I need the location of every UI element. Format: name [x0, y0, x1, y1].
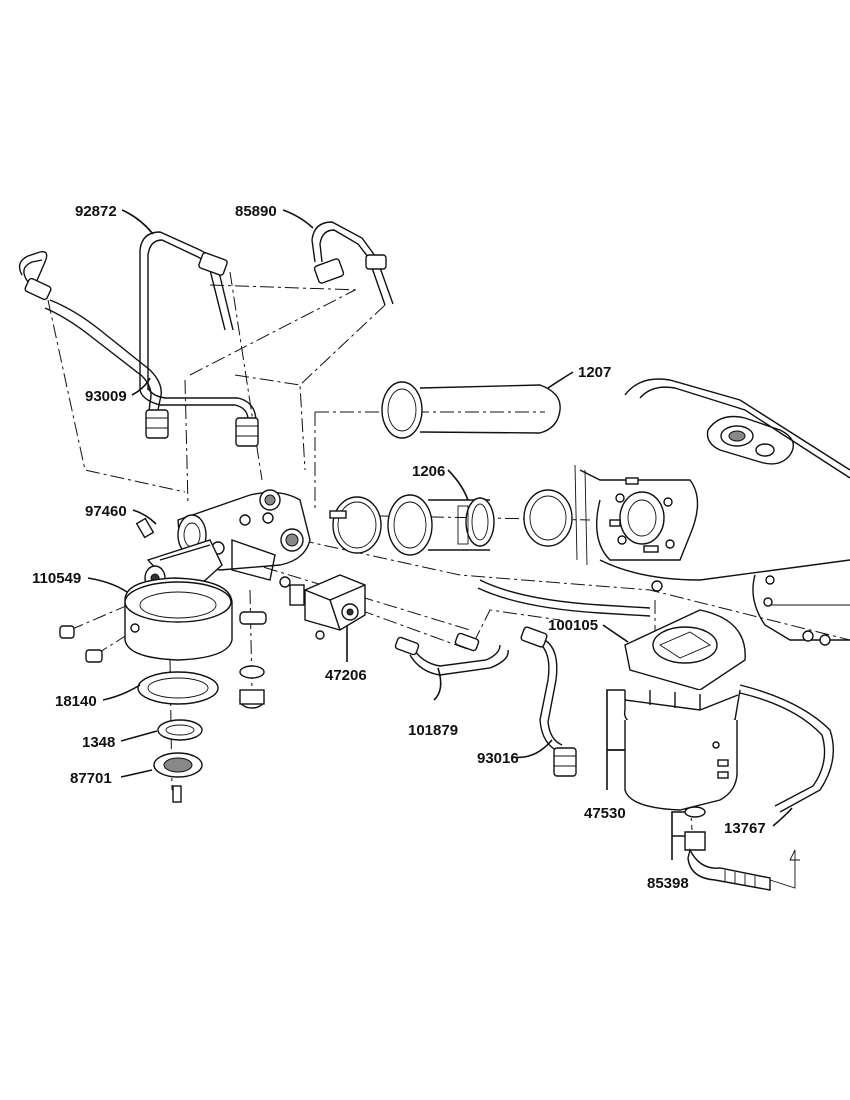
label-1348: 1348	[82, 734, 115, 751]
label-101879: 101879	[408, 722, 458, 739]
boiler-body	[574, 378, 850, 646]
label-1206: 1206	[412, 463, 445, 480]
leader-lines	[87, 209, 793, 860]
label-87701: 87701	[70, 770, 112, 787]
label-47530: 47530	[584, 805, 626, 822]
hose-101879	[394, 632, 509, 676]
label-1207: 1207	[578, 364, 611, 381]
label-85398: 85398	[647, 875, 689, 892]
label-93016: 93016	[477, 750, 519, 767]
tube-85890	[311, 221, 394, 306]
cylinder-1207	[381, 381, 561, 439]
group-gasket-stack	[137, 665, 265, 803]
solenoid-valve-47206	[279, 574, 366, 640]
label-110549: 110549	[32, 570, 81, 587]
label-85890: 85890	[235, 203, 277, 220]
label-100105: 100105	[548, 617, 598, 634]
label-47206: 47206	[325, 667, 367, 684]
tube-93016	[520, 626, 577, 777]
label-97460: 97460	[85, 503, 127, 520]
drain-box-47530	[623, 580, 800, 891]
label-93009: 93009	[85, 388, 127, 405]
hose-13767	[477, 579, 835, 813]
gasket-set-1206	[329, 489, 573, 556]
tube-93009	[18, 251, 169, 439]
label-18140: 18140	[55, 693, 97, 710]
group-bell-110549	[59, 539, 267, 663]
label-92872: 92872	[75, 203, 117, 220]
tube-92872	[139, 231, 259, 447]
label-13767: 13767	[724, 820, 766, 837]
part-labels: 92872 85890 93009 1207 1206 97460 110549…	[32, 203, 766, 892]
